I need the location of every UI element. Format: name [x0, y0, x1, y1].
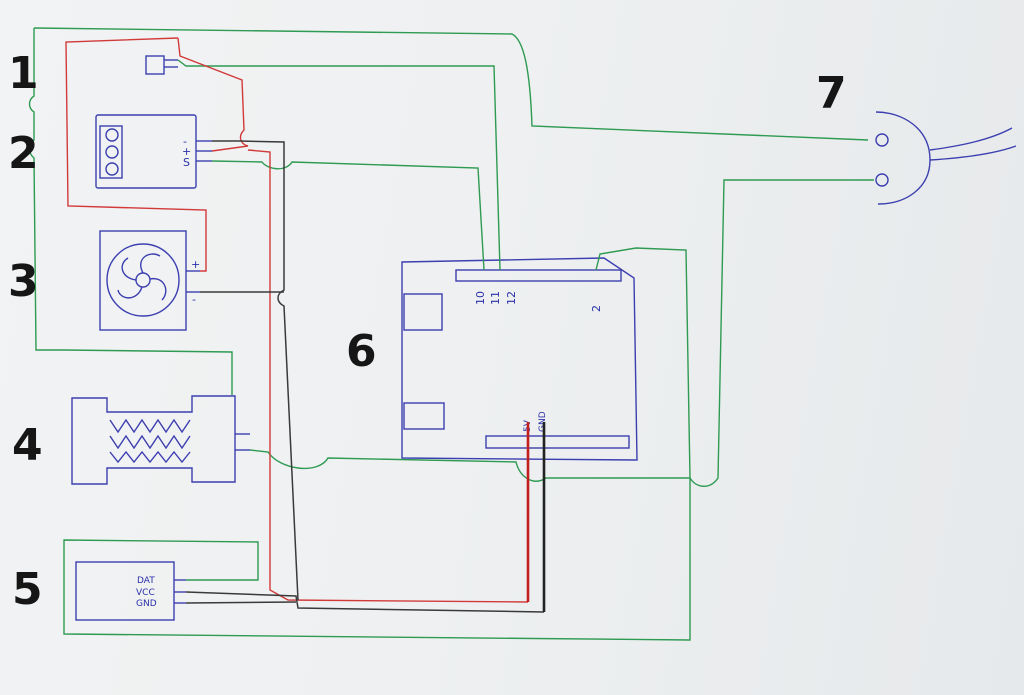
black-wires — [185, 140, 546, 613]
component-7-plug — [875, 111, 1017, 205]
module2-pin-minus: - — [183, 135, 187, 148]
label-2: 2 — [8, 128, 39, 179]
board-pin-12: 12 — [505, 291, 518, 305]
component-1-connector — [145, 55, 178, 75]
module2-pin-signal: S — [183, 156, 190, 169]
module2-pin-plus: + — [182, 145, 191, 158]
component-3-fan: + - — [99, 230, 200, 331]
green-wires — [28, 27, 874, 641]
sensor-pin-vcc: VCC — [136, 588, 155, 598]
label-5: 5 — [12, 564, 43, 615]
board-pin-10: 10 — [474, 291, 487, 305]
component-numbers: 1 2 3 4 5 6 7 — [8, 48, 847, 615]
red-wires — [65, 37, 530, 603]
component-2-module: - + S — [95, 114, 212, 189]
board-pin-2: 2 — [590, 305, 603, 312]
label-7: 7 — [816, 68, 847, 119]
board-pin-gnd: GND — [538, 411, 548, 432]
label-6: 6 — [346, 326, 377, 377]
label-1: 1 — [8, 48, 39, 99]
component-6-board: 10 11 12 2 5V GND — [401, 257, 638, 461]
fan-pin-minus: - — [192, 293, 196, 306]
component-4-heater — [71, 395, 250, 485]
label-3: 3 — [8, 256, 39, 307]
label-4: 4 — [12, 420, 43, 471]
component-5-sensor: DAT VCC GND — [75, 561, 186, 621]
sensor-pin-dat: DAT — [137, 576, 155, 586]
fan-pin-plus: + — [191, 258, 200, 271]
board-pin-11: 11 — [489, 291, 502, 305]
sensor-pin-gnd: GND — [136, 599, 157, 609]
